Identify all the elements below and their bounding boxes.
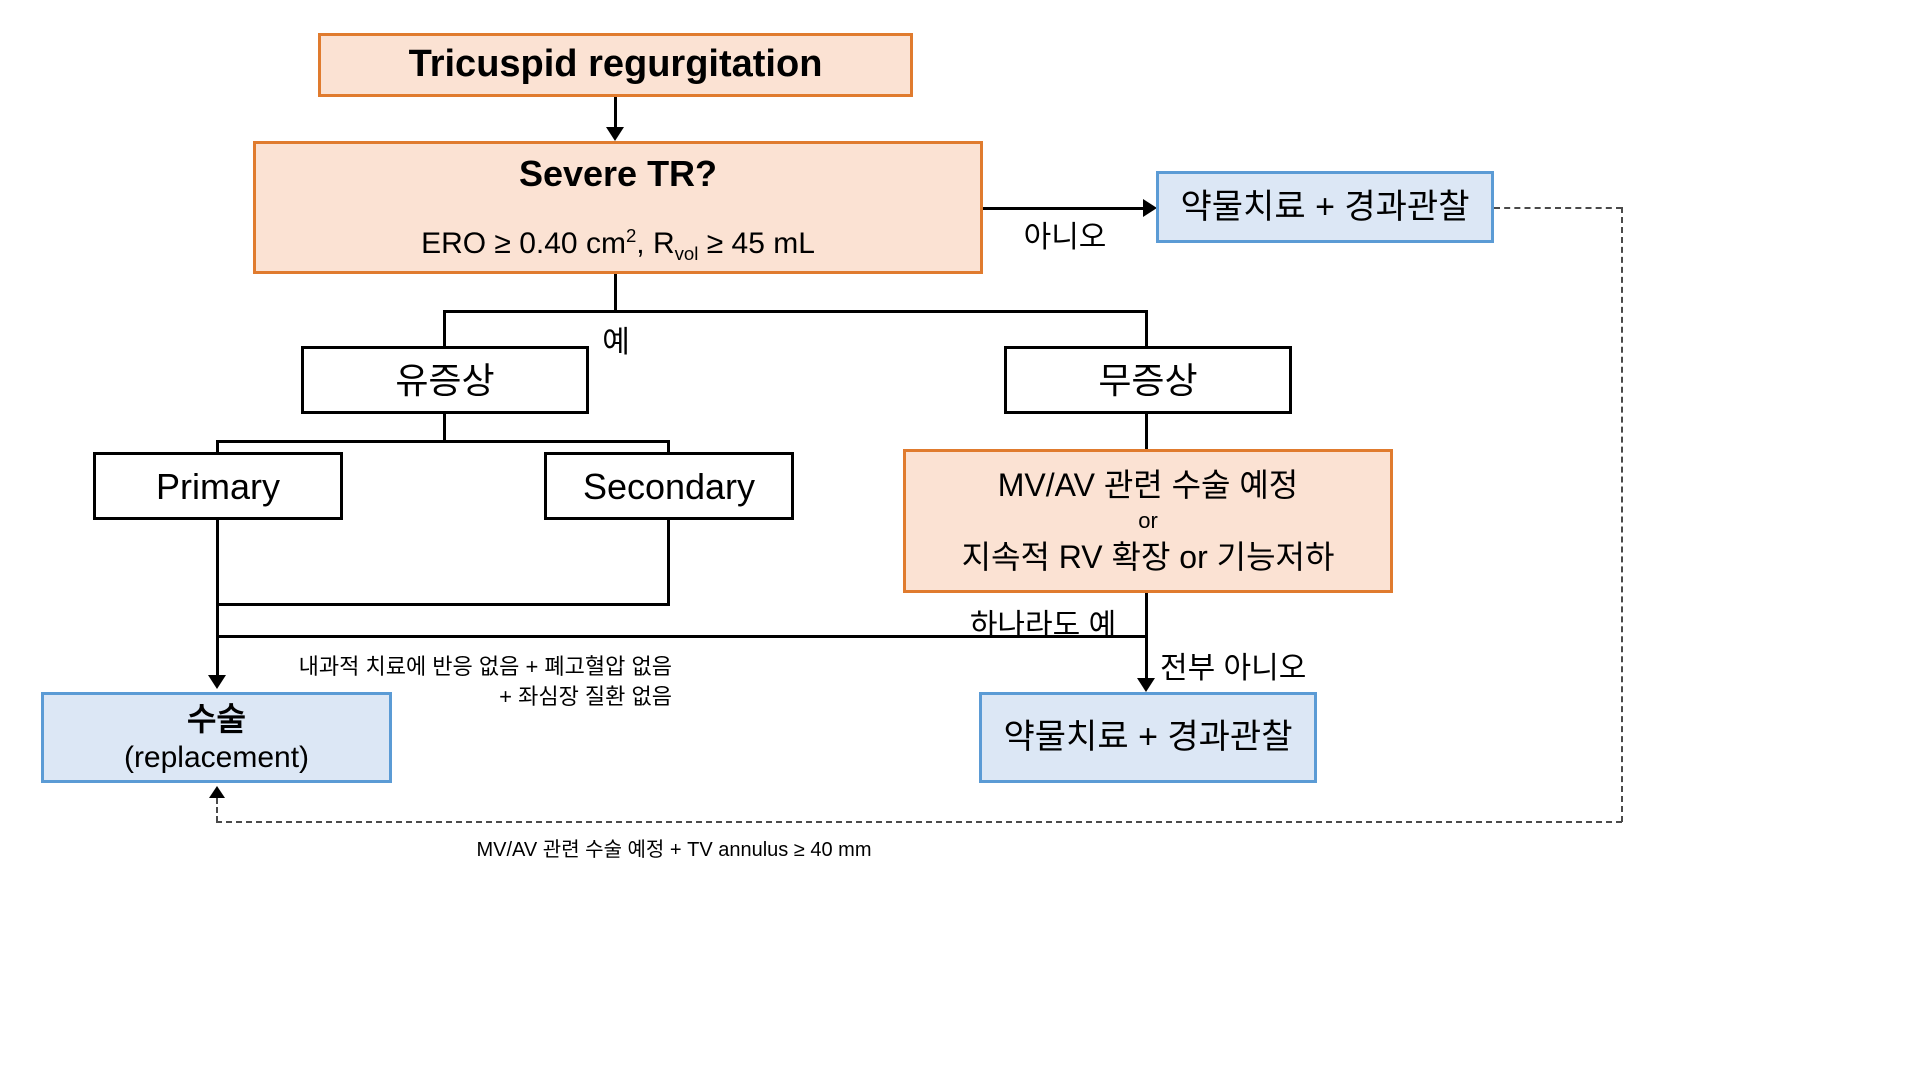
arrow-criteria-to-medical-bottom (1137, 678, 1155, 692)
edge-label-all-no: 전부 아니오 (1160, 652, 1307, 685)
node-asymptomatic-criteria-line2: or (1138, 508, 1158, 534)
feedback-path-bottom (216, 821, 1622, 823)
node-asymptomatic-label: 무증상 (1098, 359, 1198, 401)
edge-label-no-severe: 아니오 (1023, 221, 1107, 254)
node-asymptomatic-criteria: MV/AV 관련 수술 예정 or 지속적 RV 확장 or 기능저하 (903, 449, 1393, 593)
node-secondary: Secondary (544, 452, 794, 520)
connector-primary-to-surgery (216, 520, 219, 675)
connector-yes-split-horizontal (443, 310, 1148, 313)
edge-label-any-yes: 하나라도 예 (969, 609, 1117, 642)
node-primary-label: Primary (156, 465, 280, 507)
node-surgery-sublabel: (replacement) (123, 740, 310, 774)
connector-criteria-to-medical-bottom (1145, 635, 1148, 678)
connector-secondary-to-trunk (216, 603, 670, 606)
connector-secondary-down (667, 520, 670, 603)
arrow-root-to-severe (606, 127, 624, 141)
node-medical-therapy-top: 약물치료 + 경과관찰 (1156, 171, 1494, 243)
annotation-primary-criteria-line2: + 좌심장 질환 없음 (499, 683, 672, 709)
node-tricuspid-regurgitation: Tricuspid regurgitation (318, 33, 913, 97)
connector-asymptomatic-down (1145, 414, 1148, 449)
connector-anyyes-to-trunk (216, 635, 1148, 638)
node-symptomatic-label: 유증상 (395, 359, 495, 401)
arrow-severe-to-medical-top (1143, 199, 1157, 217)
node-asymptomatic-criteria-line1: MV/AV 관련 수술 예정 (997, 467, 1299, 504)
feedback-path-top (1494, 207, 1622, 209)
node-root-label: Tricuspid regurgitation (408, 43, 823, 86)
connector-to-secondary (667, 440, 670, 455)
feedback-path-up-to-surgery (216, 798, 218, 822)
node-medical-therapy-bottom: 약물치료 + 경과관찰 (979, 692, 1317, 783)
node-secondary-label: Secondary (582, 465, 756, 507)
connector-to-asymptomatic (1145, 310, 1148, 346)
edge-label-yes-severe: 예 (602, 326, 630, 359)
node-severe-tr: Severe TR? ERO ≥ 0.40 cm2, Rvol ≥ 45 mL (253, 141, 983, 274)
node-symptomatic: 유증상 (301, 346, 589, 414)
arrow-primary-to-surgery (208, 675, 226, 689)
connector-symptomatic-down (443, 414, 446, 440)
connector-severe-down (614, 274, 617, 310)
node-medical-therapy-top-label: 약물치료 + 경과관찰 (1180, 187, 1470, 226)
node-primary: Primary (93, 452, 343, 520)
feedback-path-right (1621, 207, 1623, 822)
node-severe-tr-label: Severe TR? (518, 153, 718, 195)
arrow-feedback-to-surgery (209, 786, 225, 798)
connector-root-to-severe (614, 97, 617, 127)
annotation-primary-criteria-line1: 내과적 치료에 반응 없음 + 폐고혈압 없음 (298, 654, 672, 679)
annotation-feedback-note: MV/AV 관련 수술 예정 + TV annulus ≥ 40 mm (476, 839, 872, 861)
annotation-primary-criteria: 내과적 치료에 반응 없음 + 폐고혈압 없음 + 좌심장 질환 없음 (252, 652, 672, 711)
connector-to-symptomatic (443, 310, 446, 346)
connector-to-primary (216, 440, 219, 455)
node-surgery-label: 수술 (187, 700, 246, 737)
node-medical-therapy-bottom-label: 약물치료 + 경과관찰 (1003, 718, 1293, 757)
connector-severe-to-medical-top (983, 207, 1153, 210)
connector-primary-secondary-split (216, 440, 670, 443)
node-asymptomatic: 무증상 (1004, 346, 1292, 414)
node-asymptomatic-criteria-line3: 지속적 RV 확장 or 기능저하 (961, 538, 1335, 575)
node-severe-tr-criteria: ERO ≥ 0.40 cm2, Rvol ≥ 45 mL (421, 225, 815, 265)
connector-criteria-down-anyyes (1145, 593, 1148, 635)
node-surgery: 수술 (replacement) (41, 692, 392, 783)
